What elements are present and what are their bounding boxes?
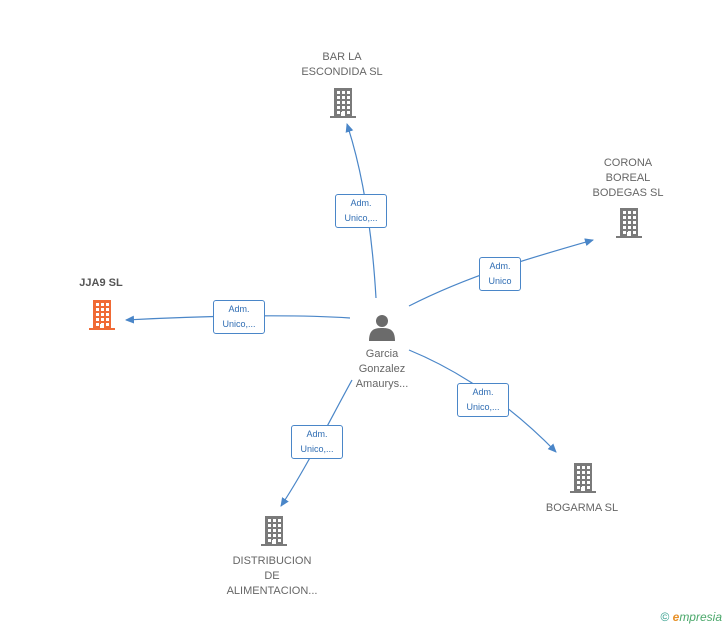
building-icon[interactable] xyxy=(570,463,596,493)
building-icon[interactable] xyxy=(89,300,115,330)
brand-name: mpresia xyxy=(679,610,722,624)
edge-label-bogarma[interactable]: Adm. Unico,... xyxy=(457,383,509,417)
edge-label-bar[interactable]: Adm. Unico,... xyxy=(335,194,387,228)
node-label-corona[interactable]: CORONA BOREAL BODEGAS SL xyxy=(592,157,664,199)
node-label-distribucion[interactable]: DISTRIBUCION DE ALIMENTACION... xyxy=(226,555,318,597)
center-person-label[interactable]: Garcia Gonzalez Amaurys... xyxy=(355,348,409,390)
node-label-jja9[interactable]: JJA9 SL xyxy=(79,277,123,289)
copyright-symbol: © xyxy=(660,610,670,624)
edge-label-jja9[interactable]: Adm. Unico,... xyxy=(213,300,265,334)
edge-label-distribucion[interactable]: Adm. Unico,... xyxy=(291,425,343,459)
node-label-bogarma[interactable]: BOGARMA SL xyxy=(545,502,619,514)
brand-e: e xyxy=(672,610,680,624)
person-icon[interactable] xyxy=(369,315,395,341)
node-label-bar[interactable]: BAR LA ESCONDIDA SL xyxy=(301,51,383,78)
footer-brand: © empresia xyxy=(660,610,722,624)
building-icon[interactable] xyxy=(616,208,642,238)
edge-label-corona[interactable]: Adm. Unico xyxy=(479,257,521,291)
building-icon[interactable] xyxy=(330,88,356,118)
building-icon[interactable] xyxy=(261,516,287,546)
